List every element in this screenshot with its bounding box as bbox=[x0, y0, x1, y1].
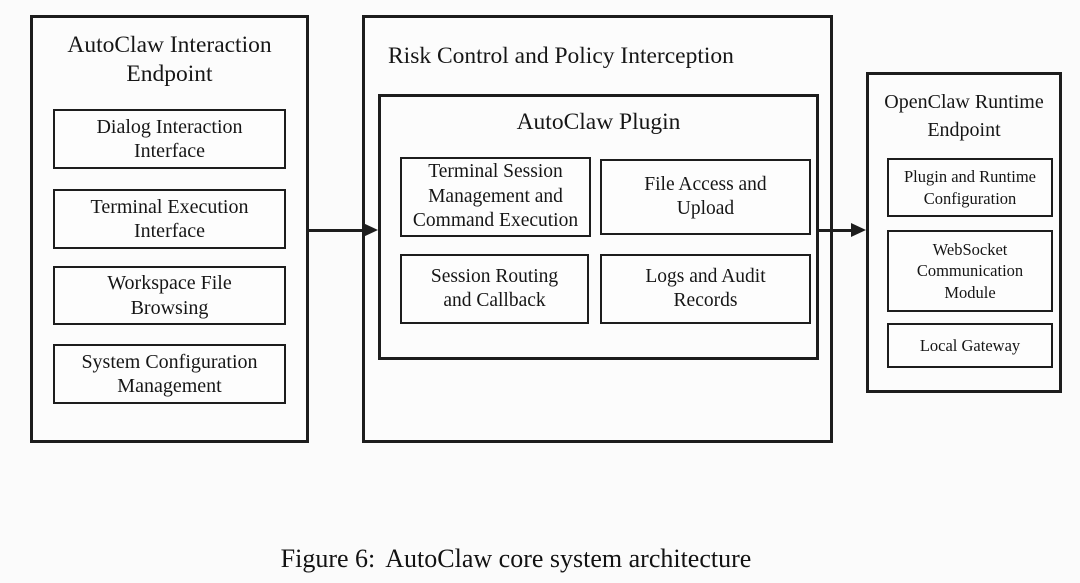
box-workspace-file-browsing: Workspace File Browsing bbox=[53, 266, 286, 325]
arrow-interaction-to-risk bbox=[308, 229, 365, 232]
box-label: Logs and Audit Records bbox=[645, 265, 766, 311]
panel-autoclaw-plugin: AutoClaw Plugin Terminal Session Managem… bbox=[378, 94, 819, 360]
panel-autoclaw-interaction-endpoint: AutoClaw Interaction Endpoint Dialog Int… bbox=[30, 15, 309, 443]
box-terminal-execution-interface: Terminal Execution Interface bbox=[53, 189, 286, 249]
box-label: File Access and Upload bbox=[644, 173, 767, 219]
panel-openclaw-runtime-endpoint: OpenClaw Runtime Endpoint Plugin and Run… bbox=[866, 72, 1062, 393]
box-label: Terminal Session Management and Command … bbox=[412, 161, 579, 232]
box-label: Session Routing and Callback bbox=[430, 265, 559, 311]
figure-caption-text: AutoClaw core system architecture bbox=[385, 544, 752, 573]
box-label: Dialog Interaction Interface bbox=[96, 115, 243, 162]
panel-risk-control-policy-interception: Risk Control and Policy Interception Aut… bbox=[362, 15, 833, 443]
panel-title-runtime-endpoint: OpenClaw Runtime Endpoint bbox=[884, 91, 1044, 141]
box-terminal-session-management: Terminal Session Management and Command … bbox=[400, 157, 591, 237]
box-label: WebSocket Communication Module bbox=[916, 239, 1024, 302]
box-local-gateway: Local Gateway bbox=[887, 323, 1053, 368]
box-dialog-interaction-interface: Dialog Interaction Interface bbox=[53, 109, 286, 169]
box-label: System Configuration Management bbox=[81, 350, 258, 397]
box-label: Local Gateway bbox=[919, 335, 1021, 355]
figure-caption: Figure 6: AutoClaw core system architectu… bbox=[0, 544, 1032, 574]
box-plugin-runtime-configuration: Plugin and Runtime Configuration bbox=[887, 158, 1053, 217]
box-websocket-communication-module: WebSocket Communication Module bbox=[887, 230, 1053, 312]
box-label: Plugin and Runtime Configuration bbox=[904, 167, 1036, 208]
panel-title-risk-control: Risk Control and Policy Interception bbox=[388, 43, 734, 69]
box-logs-audit-records: Logs and Audit Records bbox=[600, 254, 811, 324]
box-label: Terminal Execution Interface bbox=[90, 195, 249, 242]
box-label: Workspace File Browsing bbox=[107, 272, 232, 319]
box-file-access-upload: File Access and Upload bbox=[600, 159, 811, 235]
arrow-risk-to-runtime bbox=[818, 229, 853, 232]
panel-title-autoclaw-plugin: AutoClaw Plugin bbox=[516, 109, 681, 135]
arrowhead-risk-to-runtime-icon bbox=[851, 223, 866, 237]
arrowhead-interaction-to-risk-icon bbox=[363, 223, 378, 237]
box-session-routing-callback: Session Routing and Callback bbox=[400, 254, 589, 324]
panel-title-interaction-endpoint: AutoClaw Interaction Endpoint bbox=[67, 32, 272, 87]
box-system-configuration-management: System Configuration Management bbox=[53, 344, 286, 404]
figure-caption-number: Figure 6: bbox=[280, 544, 376, 573]
